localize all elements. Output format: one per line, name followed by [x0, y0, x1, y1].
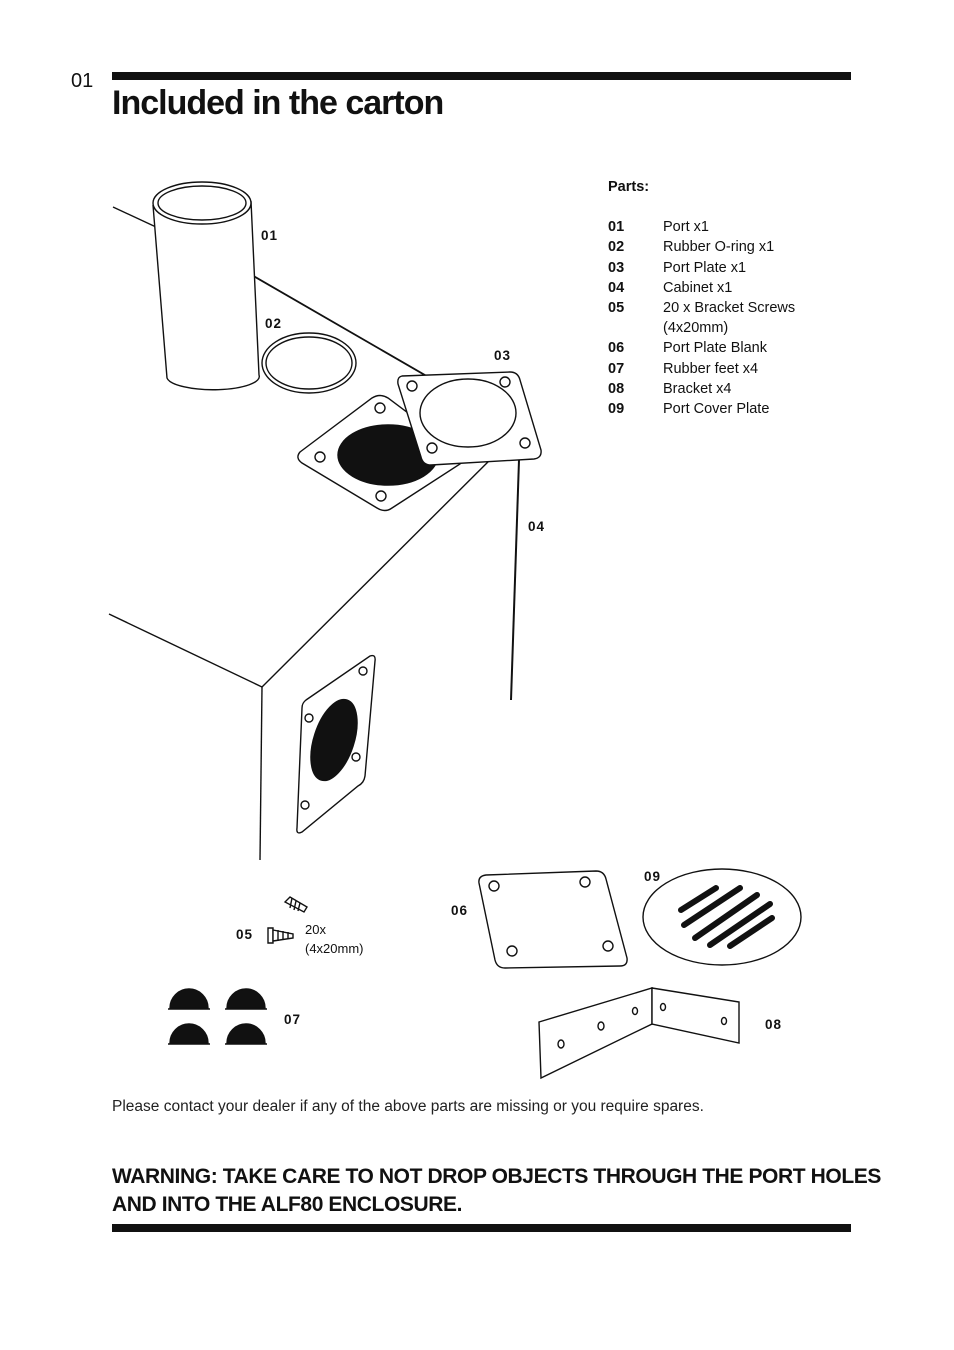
- part-row: 09 Port Cover Plate: [608, 399, 833, 419]
- bracket-drawing: [538, 987, 740, 1080]
- part-row: 01 Port x1: [608, 217, 833, 237]
- screw-note: 20x (4x20mm): [305, 920, 364, 958]
- port-plate-drawing: [397, 371, 542, 466]
- callout-08: 08: [765, 1017, 783, 1032]
- page-number: 01: [71, 70, 94, 92]
- screw-note-size: (4x20mm): [305, 941, 364, 956]
- port-cover-plate-drawing: [642, 868, 802, 966]
- part-row: 02 Rubber O-ring x1: [608, 237, 833, 257]
- rubber-feet-drawing: [168, 988, 267, 1045]
- top-rule: [112, 72, 851, 80]
- callout-05: 05: [236, 927, 254, 942]
- callout-01: 01: [261, 228, 279, 243]
- bottom-rule: [112, 1224, 851, 1232]
- part-description: Rubber feet x4: [663, 360, 759, 377]
- part-row: 08 Bracket x4: [608, 379, 833, 399]
- part-description: 20 x Bracket Screws (4x20mm): [663, 300, 796, 337]
- part-number: 08: [608, 380, 625, 397]
- part-row: 03 Port Plate x1: [608, 258, 833, 278]
- callout-07: 07: [284, 1012, 302, 1027]
- part-number: 09: [608, 401, 625, 418]
- port-tube-drawing: [152, 181, 260, 391]
- part-row: 07 Rubber feet x4: [608, 359, 833, 379]
- part-number: 06: [608, 340, 625, 357]
- parts-list: Parts: 01 Port x1 02 Rubber O-ring x1 03…: [608, 177, 833, 419]
- part-number: 07: [608, 360, 625, 377]
- part-row: 04 Cabinet x1: [608, 278, 833, 298]
- callout-03: 03: [494, 348, 512, 363]
- part-number: 05: [608, 300, 625, 317]
- part-number: 03: [608, 259, 625, 276]
- part-description: Port x1: [663, 219, 709, 236]
- screw-note-count: 20x: [305, 922, 326, 937]
- side-port-plate-drawing: [296, 654, 376, 834]
- part-description: Port Plate x1: [663, 259, 747, 276]
- part-number: 04: [608, 279, 625, 296]
- screws-drawing: [267, 896, 308, 944]
- part-row: 06 Port Plate Blank: [608, 338, 833, 358]
- part-description: Port Cover Plate: [663, 401, 770, 418]
- o-ring-drawing: [261, 332, 357, 394]
- part-description: Cabinet x1: [663, 279, 733, 296]
- page-title: Included in the carton: [112, 84, 444, 122]
- part-description: Rubber O-ring x1: [663, 239, 775, 256]
- parts-heading: Parts:: [608, 179, 650, 195]
- spares-note: Please contact your dealer if any of the…: [112, 1098, 704, 1115]
- part-number: 02: [608, 239, 625, 256]
- callout-02: 02: [265, 316, 283, 331]
- cabinet-drawing: [108, 206, 521, 861]
- port-plate-blank-drawing: [478, 870, 628, 969]
- callout-06: 06: [451, 903, 469, 918]
- callout-09: 09: [644, 869, 662, 884]
- part-description: Bracket x4: [663, 380, 732, 397]
- warning-text: WARNING: TAKE CARE TO NOT DROP OBJECTS T…: [112, 1165, 881, 1216]
- part-number: 01: [608, 219, 625, 236]
- part-description: Port Plate Blank: [663, 340, 767, 357]
- callout-04: 04: [528, 519, 546, 534]
- part-row: 05 20 x Bracket Screws (4x20mm): [608, 298, 833, 338]
